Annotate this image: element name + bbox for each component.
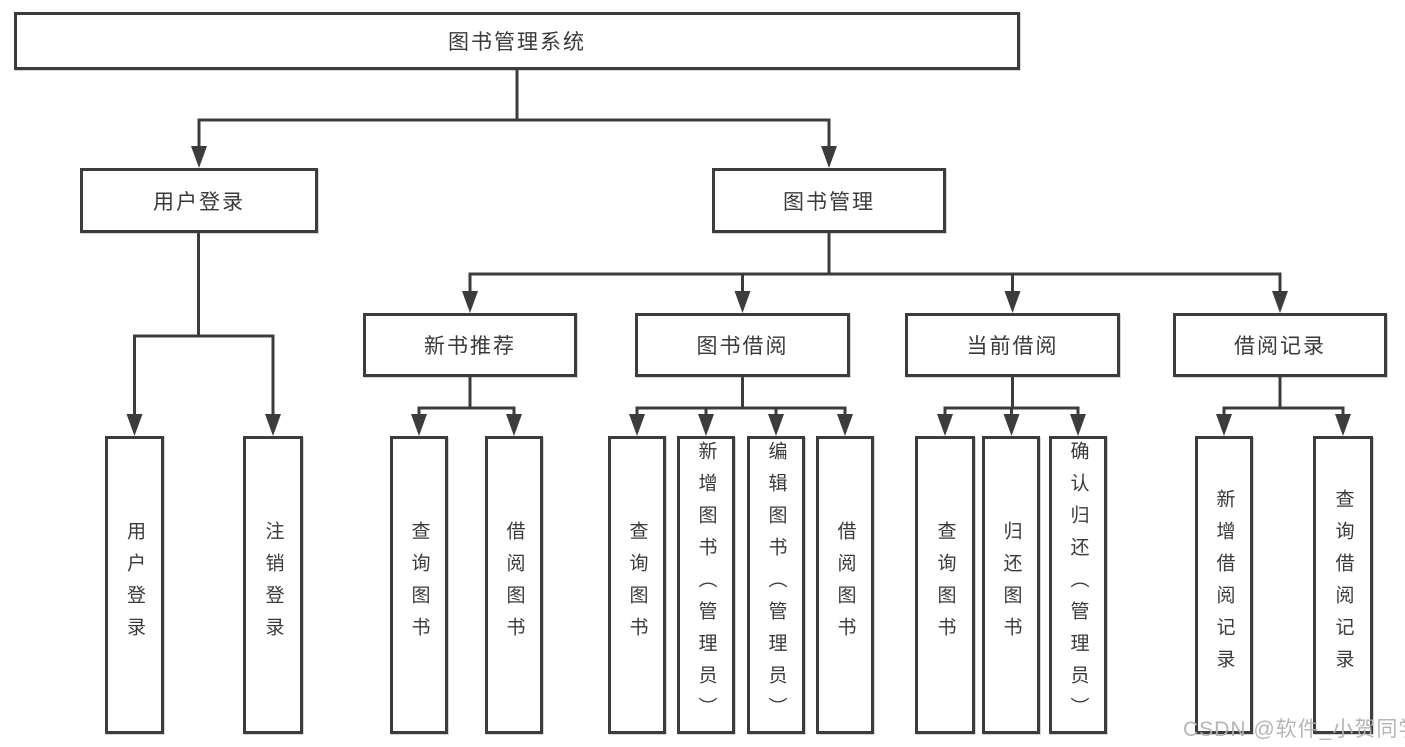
node-new-book-recommend: 新书推荐 — [363, 313, 577, 377]
leaf-borrow-query-books-label: 查询图书 — [626, 521, 648, 649]
leaf-recommend-query-books: 查询图书 — [390, 436, 448, 734]
node-book-management: 图书管理 — [712, 168, 946, 233]
leaf-current-query-books-label: 查询图书 — [934, 521, 956, 649]
node-user-login: 用户登录 — [80, 168, 318, 233]
leaf-current-query-books: 查询图书 — [915, 436, 975, 734]
leaf-borrow-edit-books-admin-label: 编辑图书（管理员） — [765, 441, 787, 729]
leaf-records-add-record-label: 新增借阅记录 — [1213, 489, 1235, 681]
leaf-records-add-record: 新增借阅记录 — [1195, 436, 1253, 734]
node-user-login-label: 用户登录 — [153, 190, 245, 214]
leaf-login-user-login: 用户登录 — [105, 436, 164, 734]
leaf-borrow-add-books-admin: 新增图书（管理员） — [677, 436, 735, 734]
node-book-borrow-label: 图书借阅 — [696, 335, 789, 358]
node-book-borrow: 图书借阅 — [635, 313, 850, 377]
leaf-recommend-borrow-books: 借阅图书 — [485, 436, 543, 734]
leaf-records-query-record: 查询借阅记录 — [1313, 436, 1373, 734]
node-borrow-records: 借阅记录 — [1173, 313, 1387, 377]
leaf-borrow-query-books: 查询图书 — [608, 436, 666, 734]
leaf-login-logout: 注销登录 — [243, 436, 303, 734]
arrowheads — [126, 146, 1351, 436]
leaf-recommend-query-books-label: 查询图书 — [408, 521, 430, 649]
node-root-label: 图书管理系统 — [448, 31, 586, 54]
node-borrow-records-label: 借阅记录 — [1234, 335, 1326, 358]
node-book-management-label: 图书管理 — [783, 190, 875, 214]
leaf-borrow-borrow-books: 借阅图书 — [816, 436, 874, 734]
leaf-recommend-borrow-books-label: 借阅图书 — [503, 521, 525, 649]
node-current-borrow: 当前借阅 — [905, 313, 1120, 377]
csdn-watermark: CSDN @软件_小贺同学 — [1183, 718, 1405, 741]
leaf-login-user-login-label: 用户登录 — [124, 521, 145, 649]
leaf-current-return-books-label: 归还图书 — [1000, 521, 1022, 649]
leaf-current-return-books: 归还图书 — [982, 436, 1040, 734]
leaf-current-confirm-return-admin-label: 确认归还（管理员） — [1067, 441, 1089, 729]
leaf-borrow-borrow-books-label: 借阅图书 — [834, 521, 856, 649]
leaf-borrow-add-books-admin-label: 新增图书（管理员） — [695, 441, 717, 729]
node-new-book-recommend-label: 新书推荐 — [424, 335, 516, 358]
leaf-borrow-edit-books-admin: 编辑图书（管理员） — [747, 436, 805, 734]
leaf-login-logout-label: 注销登录 — [262, 521, 284, 649]
leaf-current-confirm-return-admin: 确认归还（管理员） — [1049, 436, 1107, 734]
leaf-records-query-record-label: 查询借阅记录 — [1332, 489, 1354, 681]
node-root: 图书管理系统 — [14, 12, 1020, 70]
node-current-borrow-label: 当前借阅 — [966, 335, 1059, 358]
